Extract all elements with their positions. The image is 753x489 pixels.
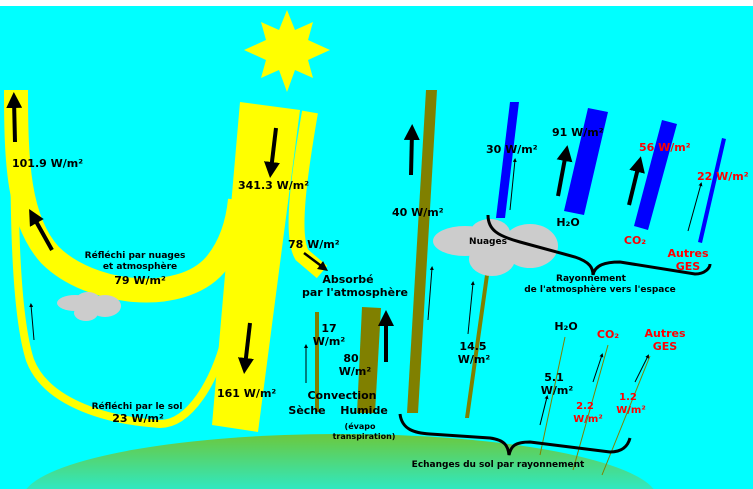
ground-co2-label: CO₂: [597, 328, 619, 341]
incoming-solar-value: 341.3 W/m²: [238, 179, 309, 192]
ground-ges-label1: Autres: [644, 327, 685, 340]
incoming-solar-beam: [212, 102, 300, 432]
co2-emission-bar: [634, 120, 677, 230]
reflected-clouds-value: 79 W/m²: [114, 274, 166, 287]
ground-h2o-label: H₂O: [554, 320, 577, 333]
ground-brace-label: Echanges du sol par rayonnement: [412, 460, 585, 470]
atmos-brace-label1: Rayonnement: [556, 274, 627, 284]
co2-emission-value: 56 W/m²: [639, 141, 691, 154]
dry-convection-value: 17: [321, 322, 336, 335]
sky: [0, 6, 753, 489]
reflected-total-value: 101.9 W/m²: [12, 157, 83, 170]
other-ges-emission-value: 22 W/m²: [697, 170, 749, 183]
cloud-ground-unit: W/m²: [458, 353, 491, 366]
flow-arrows: [6, 92, 703, 426]
absorbed-label: Absorbé: [322, 273, 373, 286]
nuages-cloud-icon: [433, 219, 558, 276]
ground-h2o-unit: W/m²: [541, 384, 574, 397]
convection-title: Convection: [307, 389, 376, 402]
window-bar: [407, 90, 437, 413]
ground-ges-value: 1.2: [619, 392, 637, 403]
ground-ges-label2: GES: [653, 340, 678, 353]
wet-convection-unit: W/m²: [339, 365, 372, 378]
absorbed-atmos-value: 78 W/m²: [288, 238, 340, 251]
clouds-label: Nuages: [469, 237, 507, 247]
atmos-brace-label2: de l'atmosphère vers l'espace: [524, 284, 676, 295]
reflected-clouds-label2: et atmosphère: [103, 261, 177, 272]
reflected-clouds-label: Réfléchi par nuages: [85, 250, 186, 261]
clouds-emission-value: 30 W/m²: [486, 143, 538, 156]
h2o-emission-value: 91 W/m²: [552, 126, 604, 139]
dry-convection-unit: W/m²: [313, 335, 346, 348]
dry-convection-bar: [315, 312, 319, 412]
window-value: 40 W/m²: [392, 206, 444, 219]
ground-ges-unit: W/m²: [616, 405, 645, 416]
cloud-icon: [57, 292, 121, 321]
reflected-ground-path: [10, 89, 229, 429]
absorbed-ground-value: 161 W/m²: [217, 387, 276, 400]
ground-co2-unit: W/m²: [573, 414, 602, 425]
wet-convection-value: 80: [343, 352, 359, 365]
ground: [26, 433, 654, 489]
wet-sub1: (évapo: [345, 421, 376, 431]
dry-convection-label: Sèche: [288, 404, 325, 417]
reflected-ground-label: Réfléchi par le sol: [92, 401, 183, 412]
cloud-ground-bar: [465, 275, 489, 418]
reflected-ground-value: 23 W/m²: [112, 412, 164, 425]
wet-convection-bar: [357, 307, 381, 413]
co2-emission-label: CO₂: [624, 234, 646, 247]
reflected-clouds-path: [4, 89, 252, 303]
wet-sub2: transpiration): [333, 432, 396, 441]
h2o-emission-label: H₂O: [556, 216, 579, 229]
h2o-emission-bar: [564, 108, 608, 215]
sun-icon: [244, 10, 330, 92]
ground-brace: [398, 413, 632, 456]
absorbed-label2: par l'atmosphère: [302, 286, 408, 299]
ground-co2-value: 2.2: [576, 401, 594, 412]
other-ges-label2: GES: [676, 260, 701, 273]
ground-h2o-value: 5.1: [544, 371, 564, 384]
cloud-emission-bar: [496, 102, 519, 218]
other-ges-label1: Autres: [667, 247, 708, 260]
other-ges-emission-bar: [698, 138, 726, 243]
ground-h2o-line: [539, 336, 566, 456]
absorbed-atmos-path: [288, 110, 328, 279]
wet-convection-label: Humide: [340, 404, 388, 417]
ground-ges-line: [601, 355, 651, 476]
cloud-ground-value: 14.5: [459, 340, 486, 353]
atmos-brace: [486, 214, 712, 276]
